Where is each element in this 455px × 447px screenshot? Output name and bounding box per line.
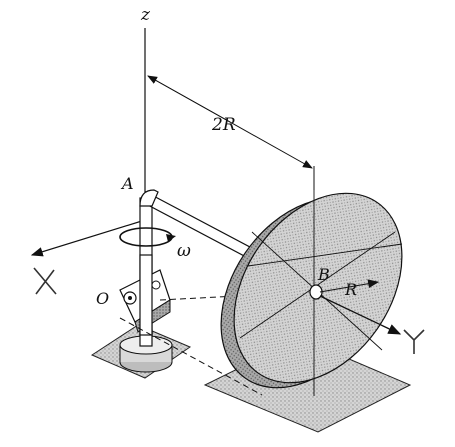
label-O: O	[96, 289, 109, 308]
svg-text:Y: Y	[0, 0, 1, 1]
label-omega: ω	[177, 241, 191, 261]
dashed-line-2	[159, 291, 316, 301]
label-2R: 2R	[211, 115, 236, 135]
label-R: R	[344, 280, 357, 299]
x-axis	[30, 219, 146, 257]
handwritten-X: X	[33, 267, 57, 295]
label-B: B	[317, 265, 330, 284]
y-axis	[319, 295, 402, 335]
radius-line	[319, 279, 380, 293]
elbow-A	[139, 189, 159, 207]
pin-hole	[151, 280, 161, 290]
label-A: A	[120, 174, 134, 193]
label-z: z	[140, 5, 151, 25]
dashed-line-1	[119, 317, 263, 396]
disk-line-horizontal	[247, 243, 403, 267]
handwritten-Y: Y	[0, 0, 425, 354]
dimension-line-back	[147, 75, 231, 123]
